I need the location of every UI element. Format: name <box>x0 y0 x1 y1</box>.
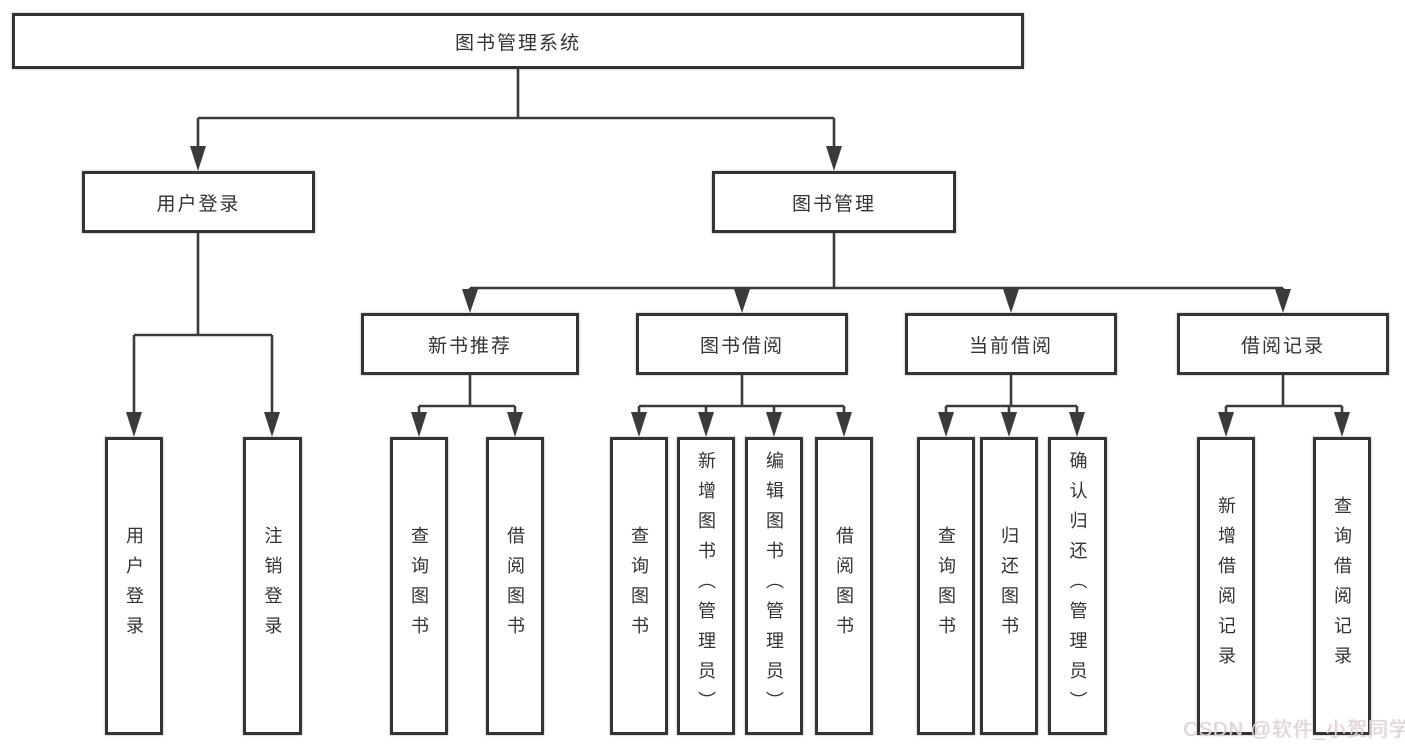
leaf-edit-books-admin-label: 编辑图书（管理员） <box>764 451 784 721</box>
leaf-add-books-admin-label: 新增图书（管理员） <box>696 451 716 721</box>
leaf-borrow-books-recommend: 借阅图书 <box>486 437 544 735</box>
leaf-confirm-return-admin: 确认归还（管理员） <box>1048 437 1107 735</box>
leaf-logout: 注销登录 <box>243 437 302 735</box>
csdn-watermark: CSDN @软件_小贺同学 <box>1183 719 1405 741</box>
node-new-book-recommendation: 新书推荐 <box>361 313 579 375</box>
leaf-edit-books-admin: 编辑图书（管理员） <box>745 437 803 735</box>
leaf-add-borrow-record: 新增借阅记录 <box>1197 437 1255 735</box>
node-book-management: 图书管理 <box>712 171 956 233</box>
leaf-user-login-label: 用户登录 <box>124 526 144 646</box>
node-book-borrowing: 图书借阅 <box>636 313 848 375</box>
node-library-management-system: 图书管理系统 <box>12 13 1024 69</box>
leaf-add-borrow-record-label: 新增借阅记录 <box>1216 496 1236 676</box>
leaf-user-login: 用户登录 <box>105 437 163 735</box>
leaf-query-books-borrowing: 查询图书 <box>610 437 668 735</box>
leaf-return-books-label: 归还图书 <box>999 526 1019 646</box>
node-user-login: 用户登录 <box>82 171 315 233</box>
arrow-heads <box>126 146 1350 437</box>
leaf-query-borrow-record: 查询借阅记录 <box>1313 437 1371 735</box>
leaf-query-books-borrowing-label: 查询图书 <box>629 526 649 646</box>
leaf-query-books-current: 查询图书 <box>917 437 975 735</box>
node-borrowing-records: 借阅记录 <box>1177 313 1389 375</box>
leaf-return-books: 归还图书 <box>980 437 1038 735</box>
leaf-borrow-books-recommend-label: 借阅图书 <box>505 526 525 646</box>
leaf-borrow-books: 借阅图书 <box>815 437 873 735</box>
leaf-query-books-current-label: 查询图书 <box>936 526 956 646</box>
leaf-logout-label: 注销登录 <box>262 526 283 646</box>
leaf-query-borrow-record-label: 查询借阅记录 <box>1332 496 1352 676</box>
leaf-query-books-recommend-label: 查询图书 <box>409 526 429 646</box>
node-current-borrowing: 当前借阅 <box>905 313 1117 375</box>
leaf-query-books-recommend: 查询图书 <box>390 437 448 735</box>
leaf-borrow-books-label: 借阅图书 <box>834 526 854 646</box>
leaf-add-books-admin: 新增图书（管理员） <box>677 437 735 735</box>
leaf-confirm-return-admin-label: 确认归还（管理员） <box>1067 451 1088 721</box>
